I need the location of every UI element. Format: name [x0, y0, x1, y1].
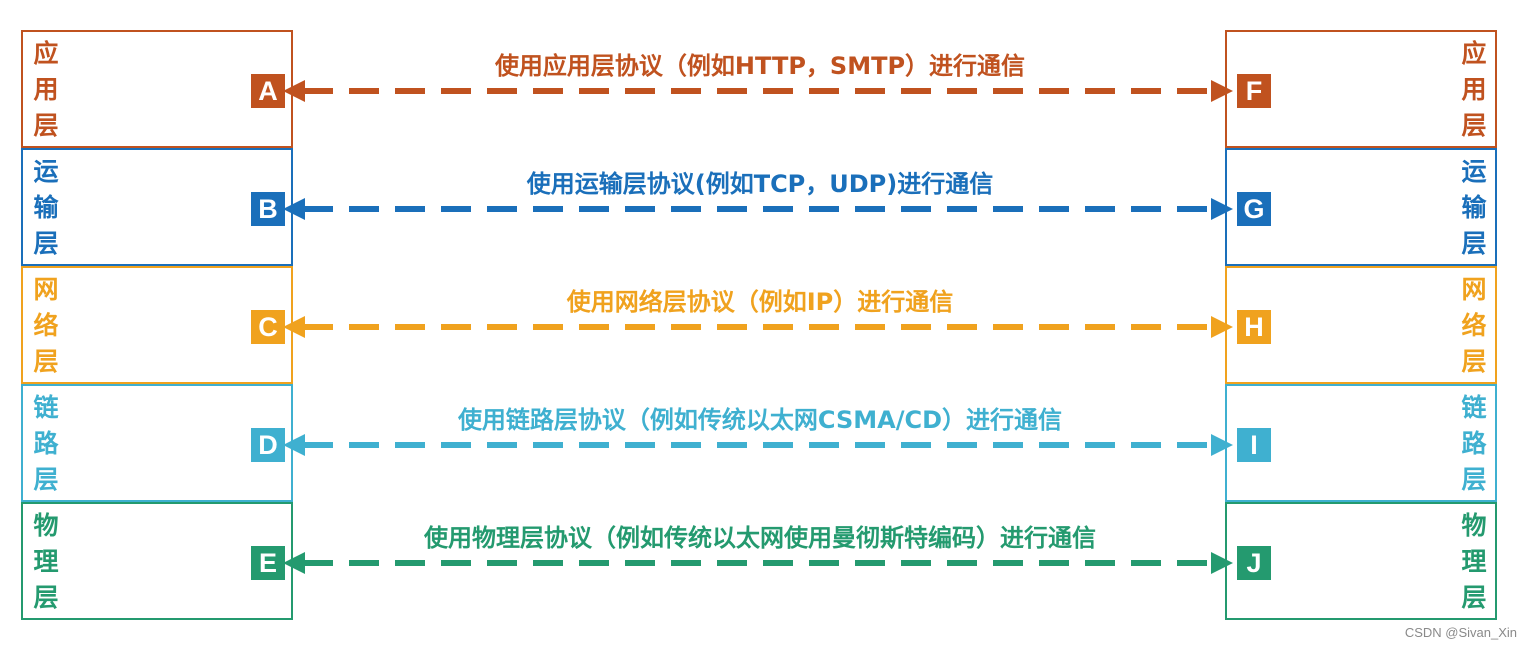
arrowhead-left — [283, 316, 305, 338]
arrowhead-right — [1211, 198, 1233, 220]
application-peer-arrow — [283, 80, 1233, 102]
left-physical-layer: 物 理 层 E — [21, 502, 293, 620]
node-i: I — [1237, 428, 1271, 462]
layer-name: 应 用 层 — [33, 39, 59, 140]
arrowhead-left — [283, 80, 305, 102]
node-c: C — [251, 310, 285, 344]
node-a: A — [251, 74, 285, 108]
arrowhead-left — [283, 198, 305, 220]
node-h: H — [1237, 310, 1271, 344]
application-protocol-label: 使用应用层协议（例如HTTP，SMTP）进行通信 — [494, 52, 1026, 80]
layer-name: 网 络 层 — [1461, 275, 1487, 376]
node-d: D — [251, 428, 285, 462]
link-protocol-label: 使用链路层协议（例如传统以太网CSMA/CD）进行通信 — [457, 406, 1063, 434]
right-application-layer: 应 用 层 F — [1225, 30, 1497, 148]
node-b: B — [251, 192, 285, 226]
arrowhead-right — [1211, 80, 1233, 102]
node-g: G — [1237, 192, 1271, 226]
right-physical-layer: 物 理 层 J — [1225, 502, 1497, 620]
physical-peer-arrow — [283, 552, 1233, 574]
layer-name: 运 输 层 — [33, 157, 59, 258]
layer-name: 链 路 层 — [1461, 393, 1487, 494]
layer-name: 运 输 层 — [1461, 157, 1487, 258]
node-f: F — [1237, 74, 1271, 108]
node-j: J — [1237, 546, 1271, 580]
csdn-watermark: CSDN @Sivan_Xin — [1404, 625, 1517, 640]
arrowhead-right — [1211, 434, 1233, 456]
arrowhead-right — [1211, 316, 1233, 338]
network-protocol-label: 使用网络层协议（例如IP）进行通信 — [566, 288, 954, 316]
transport-peer-arrow — [283, 198, 1233, 220]
left-application-layer: 应 用 层 A — [21, 30, 293, 148]
arrowhead-left — [283, 552, 305, 574]
link-peer-arrow — [283, 434, 1233, 456]
left-transport-layer: 运 输 层 B — [21, 148, 293, 266]
layer-name: 网 络 层 — [33, 275, 59, 376]
right-link-layer: 链 路 层 I — [1225, 384, 1497, 502]
layer-name: 物 理 层 — [33, 511, 59, 612]
layer-name: 链 路 层 — [33, 393, 59, 494]
right-network-layer: 网 络 层 H — [1225, 266, 1497, 384]
layer-name: 物 理 层 — [1461, 511, 1487, 612]
left-link-layer: 链 路 层 D — [21, 384, 293, 502]
right-transport-layer: 运 输 层 G — [1225, 148, 1497, 266]
arrowhead-left — [283, 434, 305, 456]
physical-protocol-label: 使用物理层协议（例如传统以太网使用曼彻斯特编码）进行通信 — [424, 524, 1096, 552]
layer-name: 应 用 层 — [1461, 39, 1487, 140]
network-peer-arrow — [283, 316, 1233, 338]
arrowhead-right — [1211, 552, 1233, 574]
left-network-layer: 网 络 层 C — [21, 266, 293, 384]
transport-protocol-label: 使用运输层协议(例如TCP，UDP)进行通信 — [526, 170, 994, 198]
node-e: E — [251, 546, 285, 580]
